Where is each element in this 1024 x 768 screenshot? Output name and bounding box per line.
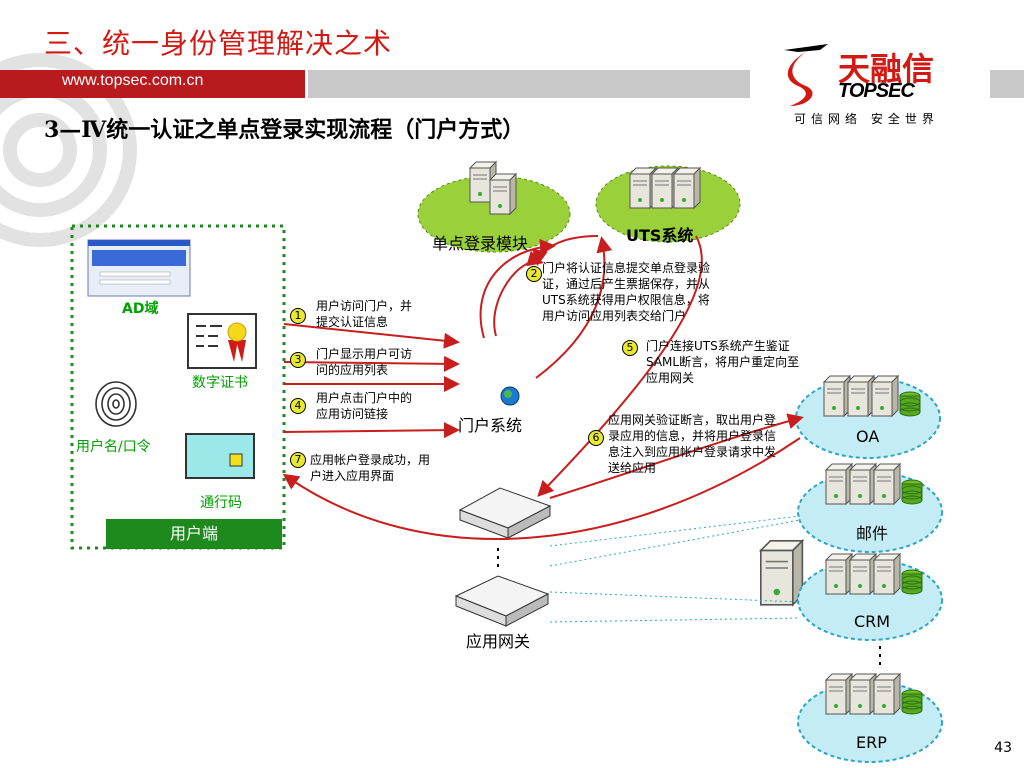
portal-system-label: 门户系统 <box>458 416 523 435</box>
step-1-badge: 1 <box>290 308 306 324</box>
logo-chinese: 天融信 <box>838 50 935 88</box>
slide-title: 三、统一身份管理解决之术 <box>44 27 393 60</box>
digital-cert-label: 数字证书 <box>192 375 248 391</box>
step-7-badge: 7 <box>290 452 306 468</box>
uts-system-label: UTS系统 <box>626 226 694 245</box>
site-url: www.topsec.com.cn <box>62 72 204 89</box>
header-grey-bar <box>308 70 750 98</box>
step-6-badge: 6 <box>588 430 604 446</box>
fingerprint-icon <box>95 381 137 427</box>
logo-tagline: 可信网络 安全世界 <box>794 112 939 126</box>
step-6-text: 应用网关验证断言，取出用户登录应用的信息，并将用户登录信息注入到应用帐户登录请求… <box>608 413 777 475</box>
step-2-badge: 2 <box>526 266 542 282</box>
crm-label: CRM <box>854 612 891 631</box>
step-5-badge: 5 <box>622 340 638 356</box>
logo-english: TOPSEC <box>838 80 915 102</box>
oa-label: OA <box>856 427 880 446</box>
header-red-bar <box>0 70 305 98</box>
erp-label: ERP <box>856 733 887 752</box>
step-4-text: 用户点击门户中的应用访问链接 <box>316 391 413 421</box>
certificate-icon <box>187 313 257 369</box>
app-gateway-label: 应用网关 <box>466 632 531 651</box>
step-3-badge: 3 <box>290 352 306 368</box>
windows-login-window <box>87 239 191 297</box>
token-card-icon <box>185 433 255 479</box>
slide-subtitle: 3—Ⅳ统一认证之单点登录实现流程（门户方式） <box>44 117 525 143</box>
pass-code-label: 通行码 <box>200 495 242 511</box>
step-5-text: 门户连接UTS系统产生鉴证SAML断言，将用户重定向至应用网关 <box>646 339 800 385</box>
page-number: 43 <box>994 740 1012 756</box>
portal-server <box>760 539 804 606</box>
step-1-text: 用户访问门户，并提交认证信息 <box>316 299 413 329</box>
username-password-label: 用户名/口令 <box>76 439 151 455</box>
step-2-text: 门户将认证信息提交单点登录验证，通过后产生票据保存，并从UTS系统获得用户权限信… <box>542 261 711 323</box>
step-3-text: 门户显示用户可访问的应用列表 <box>316 347 413 377</box>
user-side-bar: 用户端 <box>106 519 282 549</box>
header-grey-bar-right <box>990 70 1024 98</box>
step-7-text: 应用帐户登录成功，用户进入应用界面 <box>310 453 431 483</box>
mail-label: 邮件 <box>856 524 889 543</box>
topsec-logo-icon <box>784 44 828 106</box>
step-4-badge: 4 <box>290 398 306 414</box>
sso-module-label: 单点登录模块 <box>432 234 529 253</box>
ad-domain-label: AD域 <box>122 301 159 317</box>
